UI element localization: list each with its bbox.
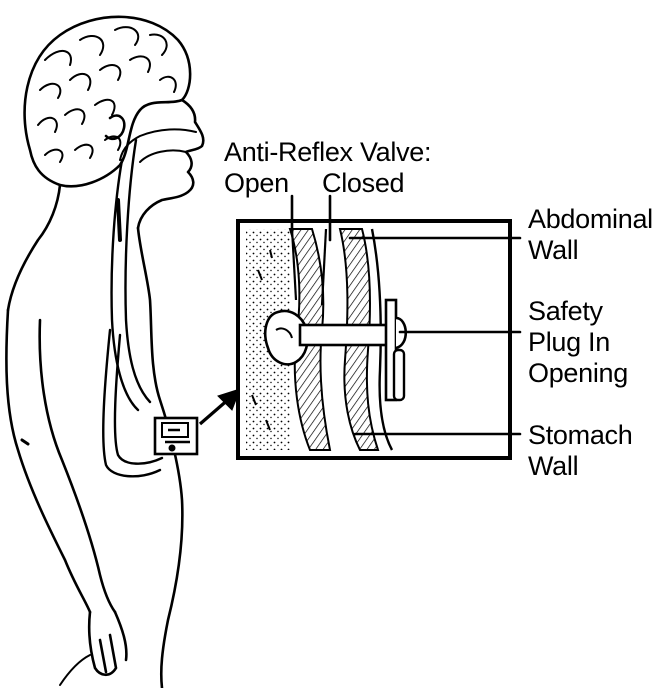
leader-lines: [290, 194, 522, 436]
arm-outline: [5, 308, 92, 614]
anti-reflex-valve: [264, 309, 309, 366]
ear: [104, 114, 126, 141]
nasal-cavity: [119, 128, 197, 161]
child-figure: [5, 15, 205, 688]
stomach-wall-label: Stomach Wall: [528, 420, 633, 481]
pointer-arrow: [198, 388, 241, 426]
hand: [87, 610, 128, 677]
closed-label: Closed: [322, 168, 405, 198]
face-profile: [136, 98, 205, 230]
open-label: Open: [224, 168, 289, 198]
safety-plug-label: Safety Plug In Opening: [528, 296, 628, 388]
feeding-tube: [102, 138, 164, 478]
back-outline: [6, 183, 62, 312]
abdomen-port: [153, 416, 199, 456]
abdominal-wall-label: Abdominal Wall: [528, 204, 653, 265]
valve-title-label: Anti-Reflex Valve:: [224, 137, 432, 167]
inset-box: [236, 219, 512, 460]
